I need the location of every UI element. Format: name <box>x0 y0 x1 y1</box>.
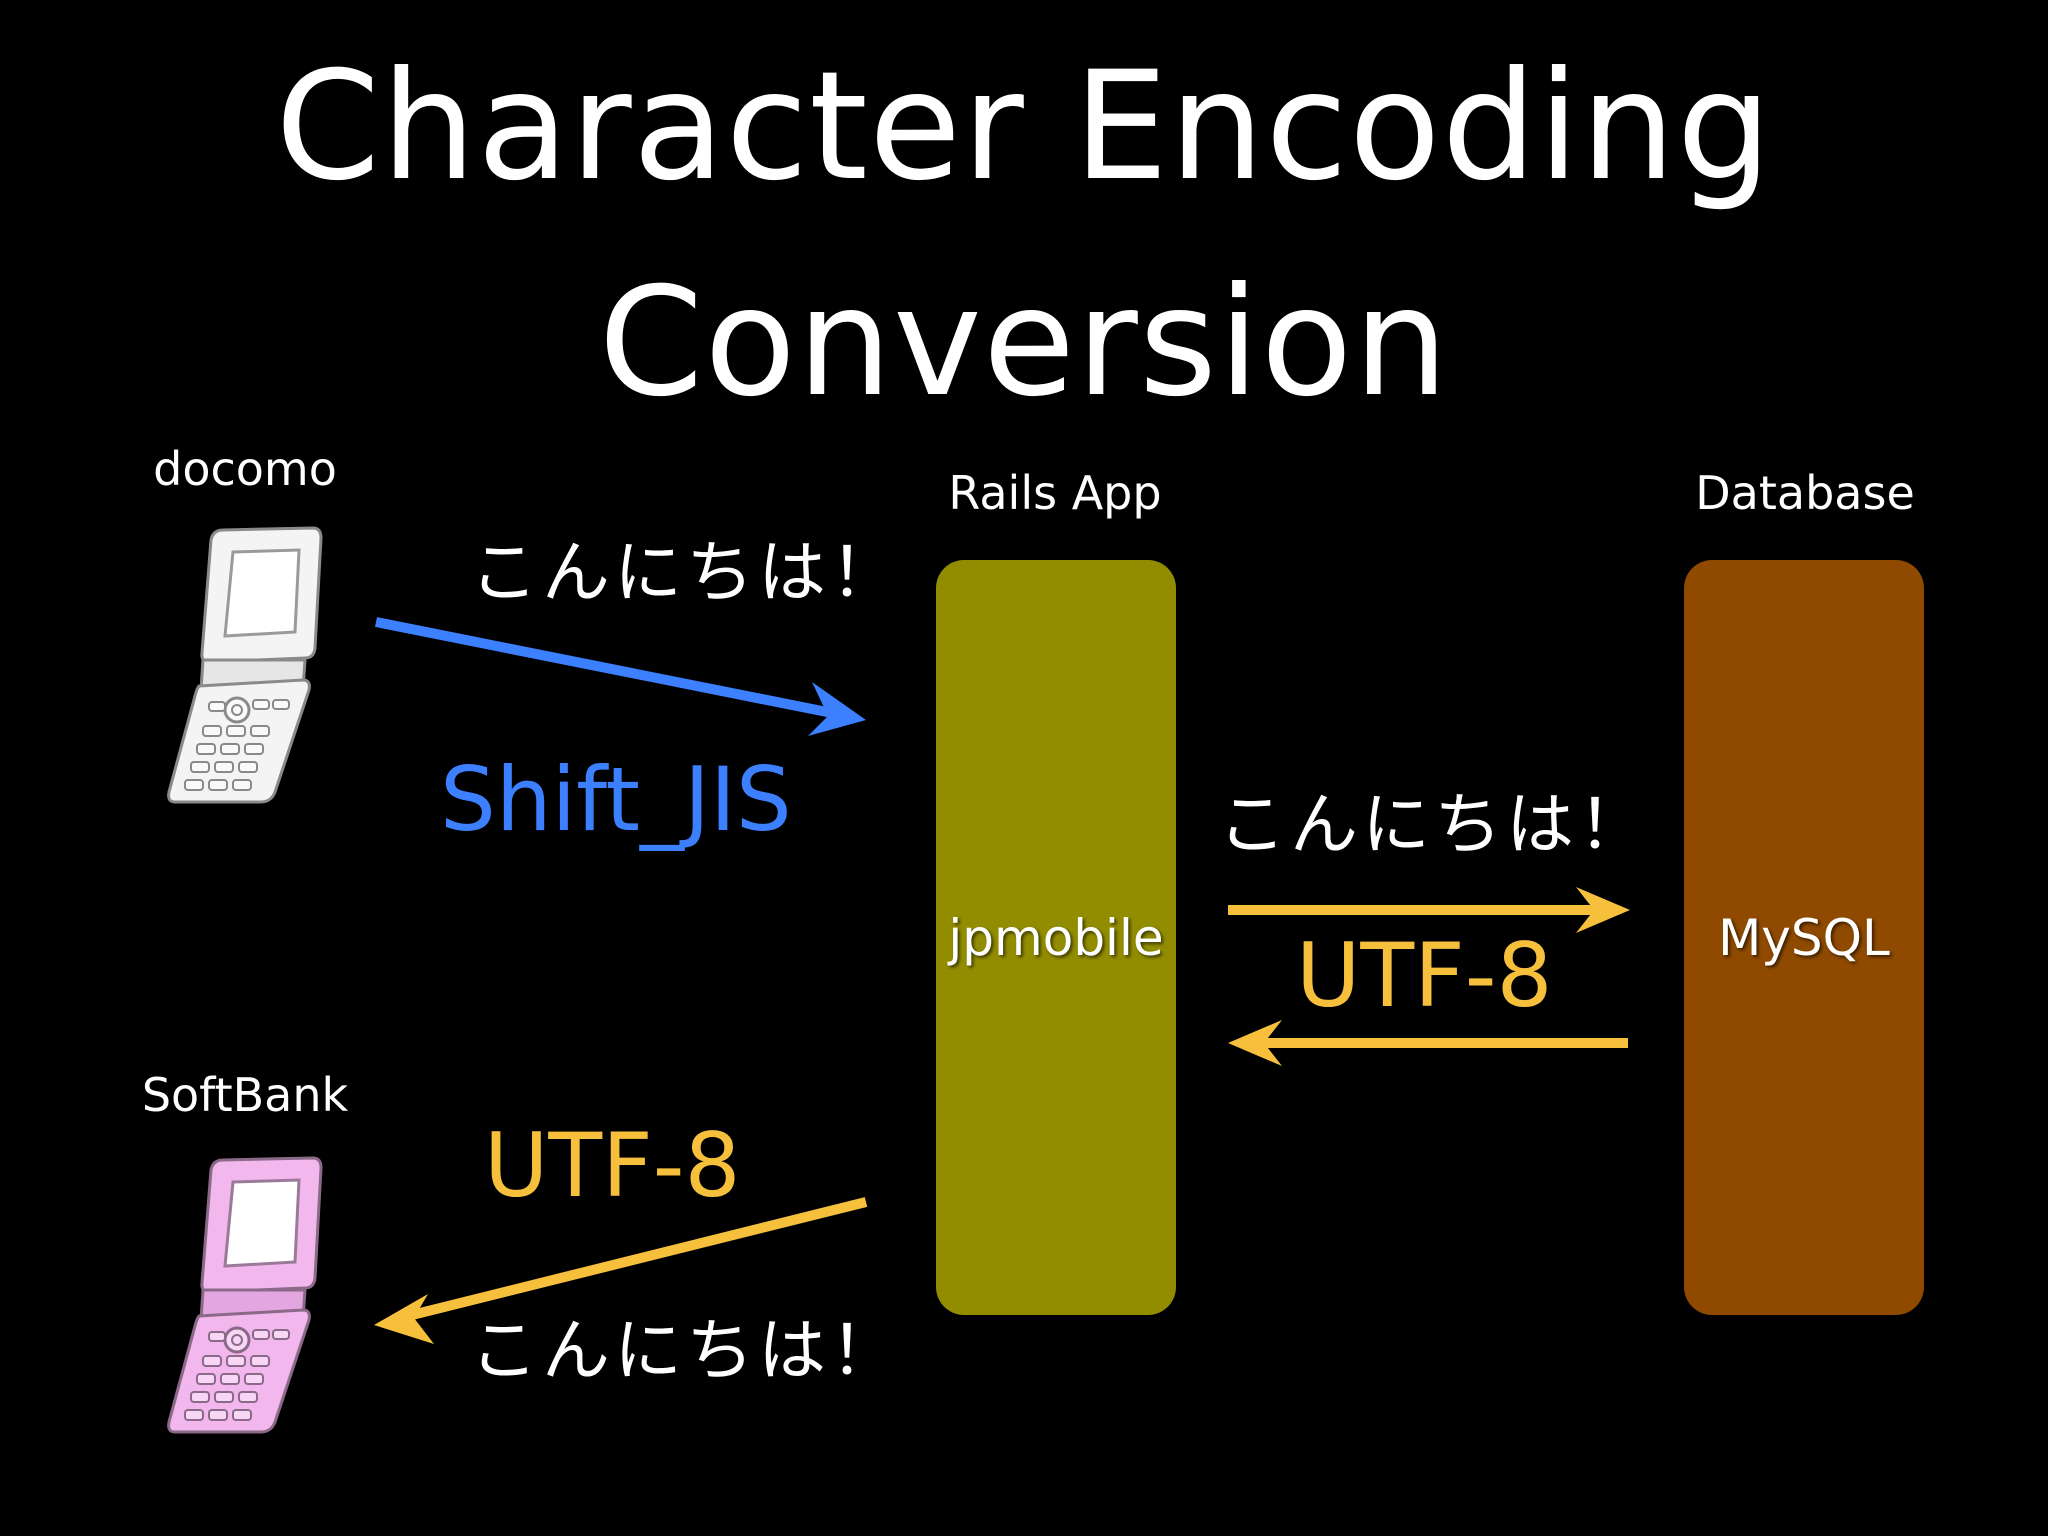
docomo-phone-icon <box>167 526 323 804</box>
message-rails-to-softbank: こんにちは！ <box>470 1312 903 1391</box>
message-docomo-to-rails: こんにちは！ <box>470 534 903 613</box>
arrow-database-to-rails <box>1228 1020 1628 1066</box>
encoding-shift-jis: Shift_JIS <box>440 748 792 851</box>
encoding-utf8-softbank: UTF-8 <box>484 1114 741 1217</box>
slide-title-line-1: Character Encoding <box>275 40 1773 214</box>
mysql-label: MySQL <box>1718 908 1890 967</box>
softbank-phone-body <box>167 1156 323 1434</box>
encoding-utf8-db: UTF-8 <box>1296 924 1553 1027</box>
rails-app-header: Rails App <box>948 466 1162 520</box>
docomo-label: docomo <box>153 442 337 496</box>
arrow-rails-to-softbank <box>374 1197 868 1344</box>
arrow-docomo-to-rails <box>375 617 866 736</box>
docomo-phone-body <box>167 526 323 804</box>
message-rails-db: こんにちは！ <box>1218 786 1651 865</box>
jpmobile-label: jpmobile <box>948 908 1164 967</box>
rails-app-box: jpmobile <box>936 560 1176 1315</box>
softbank-phone-icon <box>167 1156 323 1434</box>
arrow-rails-to-database <box>1228 887 1630 933</box>
softbank-label: SoftBank <box>141 1068 349 1122</box>
database-box: MySQL <box>1684 560 1924 1315</box>
database-header: Database <box>1695 466 1915 520</box>
slide-title-line-2: Conversion <box>598 256 1450 430</box>
